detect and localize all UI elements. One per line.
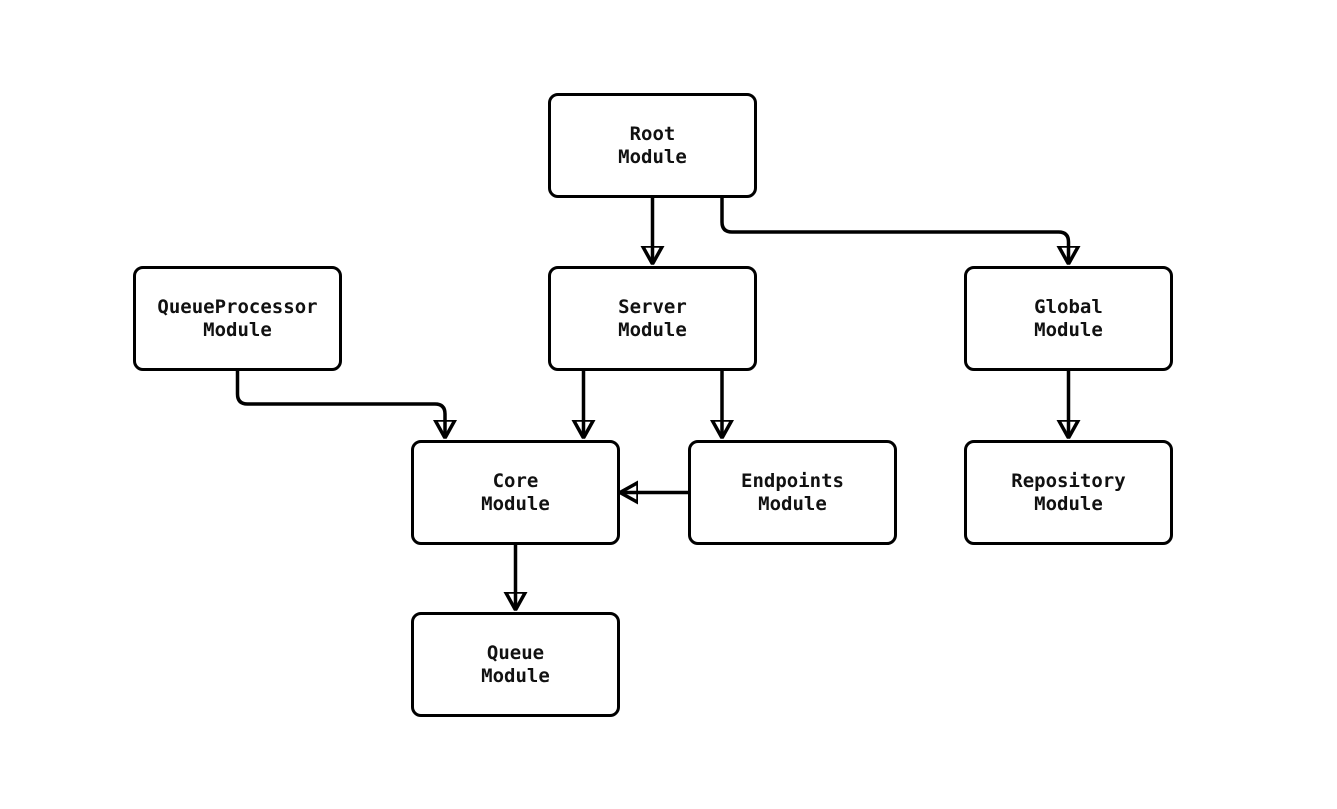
- node-core-module: Core Module: [411, 440, 620, 545]
- node-queueprocessor-module: QueueProcessor Module: [133, 266, 342, 371]
- node-root-module: Root Module: [548, 93, 757, 198]
- edge-root-global: [720, 196, 1069, 265]
- node-endpoints-module: Endpoints Module: [688, 440, 897, 545]
- node-global-module: Global Module: [964, 266, 1173, 371]
- node-queue-module: Queue Module: [411, 612, 620, 717]
- node-repository-module: Repository Module: [964, 440, 1173, 545]
- edge-queueprocessor-core: [235, 369, 446, 439]
- node-server-module: Server Module: [548, 266, 757, 371]
